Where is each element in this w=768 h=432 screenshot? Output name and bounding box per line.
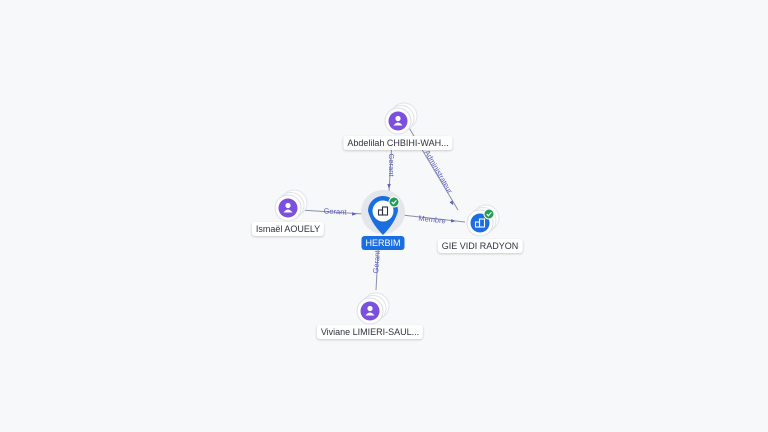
node-label-herbim[interactable]: HERBIM — [361, 236, 405, 250]
edge-arrow-icon — [450, 219, 456, 223]
node-ismael[interactable] — [274, 189, 308, 222]
edge-herbim-gie: Membre — [401, 214, 466, 226]
edge-arrow-icon — [449, 200, 454, 206]
building-icon — [377, 206, 389, 216]
node-viviane[interactable] — [356, 292, 390, 325]
edge-label: Administrateur — [422, 149, 454, 196]
verified-check-icon — [483, 208, 495, 220]
verified-check-icon — [388, 196, 400, 208]
person-icon — [283, 202, 293, 213]
edge-label: Membre — [418, 214, 446, 226]
nodes-layer — [274, 102, 500, 325]
edge-arrow-icon — [387, 183, 391, 189]
node-abdelilah[interactable] — [384, 102, 418, 135]
node-herbim[interactable] — [361, 190, 405, 235]
edge-label: Gerant — [323, 206, 347, 216]
node-gie[interactable] — [466, 204, 500, 237]
edge-label: Gerant — [371, 249, 382, 274]
edge-label: Gerant — [387, 154, 396, 178]
node-label-viviane[interactable]: Viviane LIMIERI-SAUL... — [316, 325, 424, 339]
edge-arrow-icon — [351, 212, 357, 216]
node-label-abdelilah[interactable]: Abdelilah CHBIHI-WAH... — [343, 136, 453, 150]
building-icon — [474, 218, 486, 228]
node-label-ismael[interactable]: Ismaël AOUELY — [251, 222, 325, 236]
edge-ismael-herbim: Gerant — [299, 206, 365, 217]
node-label-gie[interactable]: GIE VIDI RADYON — [437, 239, 523, 253]
person-icon — [393, 115, 403, 126]
person-icon — [365, 305, 375, 316]
